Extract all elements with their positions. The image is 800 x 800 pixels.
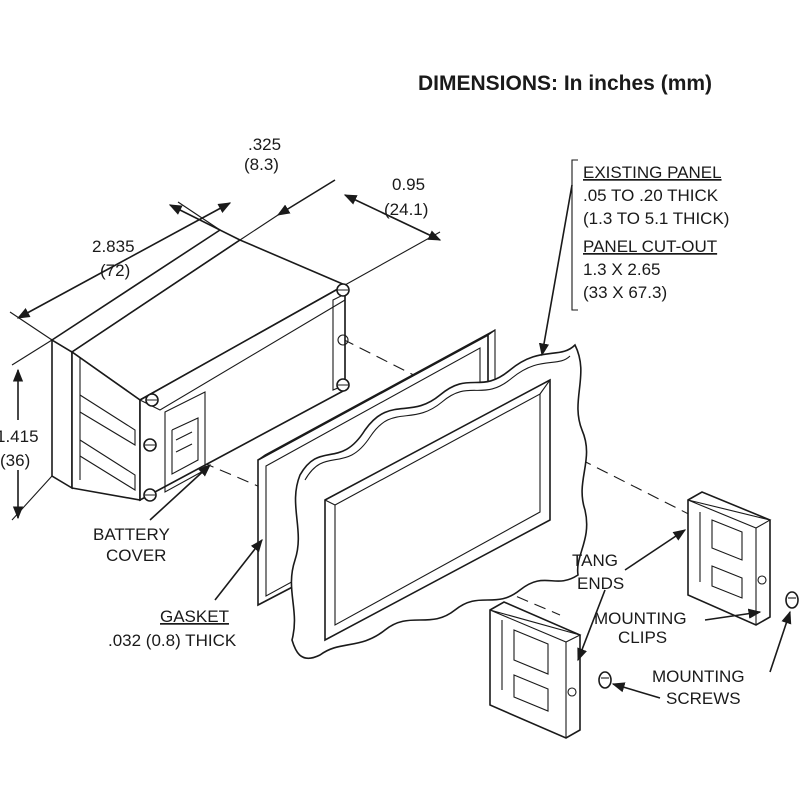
tang-ends-label-line1: TANG	[572, 551, 618, 570]
existing-panel-heading: EXISTING PANEL	[583, 163, 722, 182]
existing-panel-thickness: .05 TO .20 THICK	[583, 186, 719, 205]
leader-lines	[149, 159, 792, 699]
height-dimension-mm: (36)	[0, 451, 30, 470]
depth-dimension-mm: (8.3)	[244, 155, 279, 174]
panel-cutout-size-mm: (33 X 67.3)	[583, 283, 667, 302]
existing-panel-thickness-mm: (1.3 TO 5.1 THICK)	[583, 209, 729, 228]
mounting-clips-label-line2: CLIPS	[618, 628, 667, 647]
width-dimension-inches: 2.835	[92, 237, 135, 256]
gasket-thickness: .032 (0.8) THICK	[108, 631, 237, 650]
gasket-heading: GASKET	[160, 607, 229, 626]
mounting-screw-upper	[785, 591, 799, 609]
mounting-screw-lower	[598, 671, 612, 689]
mounting-screws-label-line1: MOUNTING	[652, 667, 745, 686]
panel-cutout-heading: PANEL CUT-OUT	[583, 237, 717, 256]
depth-dimension-inches: .325	[248, 135, 281, 154]
dimension-lines	[9, 179, 442, 521]
mounting-screws-label-line2: SCREWS	[666, 689, 741, 708]
tang-ends-label-line2: ENDS	[577, 574, 624, 593]
bezel-depth-dimension-mm: (24.1)	[384, 200, 428, 219]
diagram-title: DIMENSIONS: In inches (mm)	[418, 72, 712, 95]
bezel-depth-dimension-inches: 0.95	[392, 175, 425, 194]
battery-cover-label-line2: COVER	[106, 546, 166, 565]
mounting-clip-lower	[489, 601, 582, 739]
height-dimension-inches: 1.415	[0, 427, 39, 446]
battery-cover-label-line1: BATTERY	[93, 525, 170, 544]
mounting-clips-label-line1: MOUNTING	[594, 609, 687, 628]
panel-cutout-size: 1.3 X 2.65	[583, 260, 661, 279]
mounting-clip-upper	[687, 491, 772, 626]
existing-panel	[290, 343, 588, 660]
width-dimension-mm: (72)	[100, 261, 130, 280]
